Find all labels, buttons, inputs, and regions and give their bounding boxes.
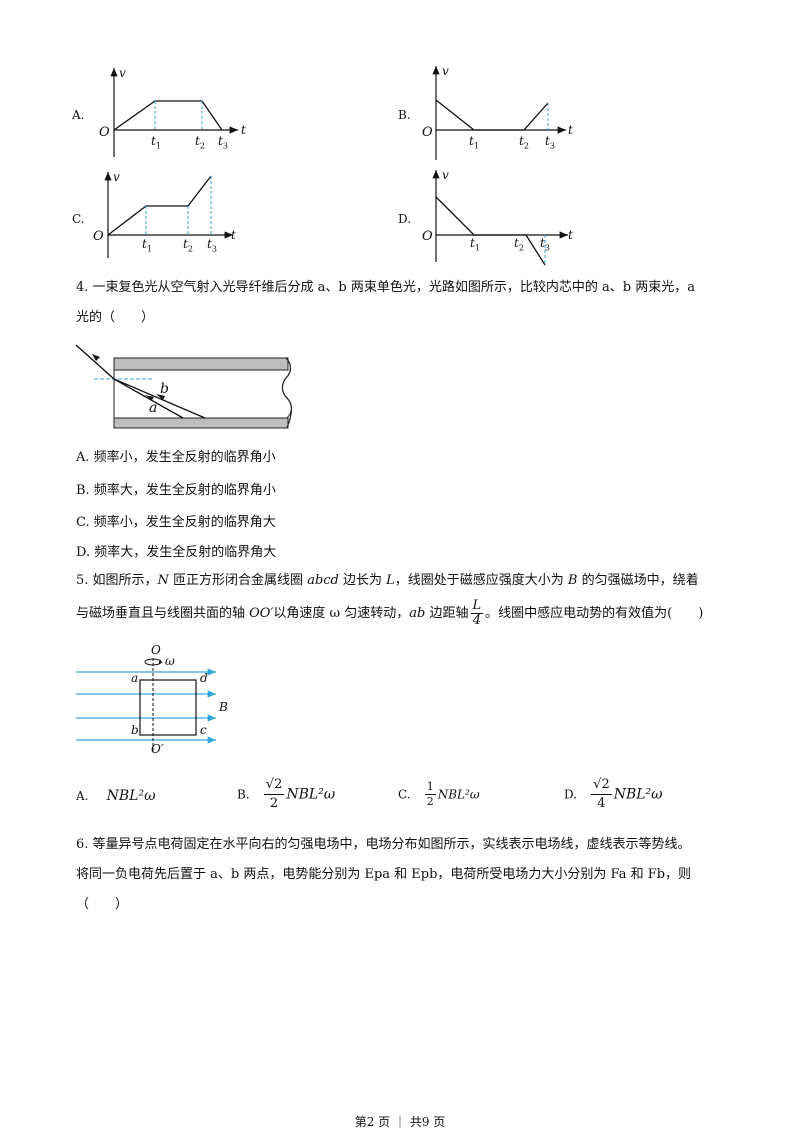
t1-label: t1 [470,236,480,253]
origin-label: O [99,125,110,140]
v-axis-label: v [119,66,126,80]
q4-option-a: A. 频率小，发生全反射的临界角小 [76,450,276,465]
option-label-c: C. [72,212,85,226]
q5-stem: 5. 如图所示，N 匝正方形闭合金属线圈 abcd 边长为 L，线圈处于磁感应强… [76,569,736,628]
t2-label: t2 [514,236,524,253]
q6-line1: 6. 等量异号点电荷固定在水平向右的匀强电场中，电场分布如图所示，实线表示电场线… [76,837,691,852]
t3-label: t3 [207,237,217,254]
t-axis-label: t [241,123,246,137]
q4-option-d: D. 频率大，发生全反射的临界角大 [76,545,277,560]
t3-label: t3 [218,134,228,151]
q4-option-c: C. 频率小，发生全反射的临界角大 [76,515,276,530]
corner-d-label: d [200,671,208,685]
q5-line1: 5. 如图所示，N 匝正方形闭合金属线圈 abcd 边长为 L，线圈处于磁感应强… [76,573,699,588]
q6-line2: 将同一负电荷先后置于 a、b 两点，电势能分别为 Epa 和 Epb，电荷所受电… [76,867,692,912]
q6-stem: 6. 等量异号点电荷固定在水平向右的匀强电场中，电场分布如图所示，实线表示电场线… [76,830,736,920]
field-b-label: B [219,700,228,714]
origin-label: O [93,229,104,244]
v-axis-label: v [442,168,449,182]
option-label-d: D. [398,212,412,226]
corner-c-label: c [200,723,207,737]
t1-label: t1 [142,237,152,254]
t2-label: t2 [195,134,205,151]
corner-a-label: a [131,671,139,685]
v-axis-label: v [113,170,120,184]
option-label-a: A. [72,108,85,122]
t2-label: t2 [519,134,529,151]
axis-o-label: O [151,643,161,657]
t1-label: t1 [469,134,479,151]
t-axis-label: t [568,123,573,137]
ray-a-label: a [149,400,158,416]
t3-label: t3 [540,236,550,253]
omega-label: ω [165,654,175,668]
page-footer: 第2 页 ｜ 共9 页 [354,1115,446,1129]
t2-label: t2 [183,237,193,254]
q4-option-b: B. 频率大，发生全反射的临界角小 [76,483,276,498]
origin-label: O [422,229,433,244]
t-axis-label: t [231,228,236,242]
corner-b-label: b [131,723,139,737]
origin-label: O [422,125,433,140]
q4-line2: 光的（ ） [76,310,155,325]
ray-b-label: b [160,381,169,397]
axis-o-prime-label: O′ [151,742,164,756]
t3-label: t3 [545,134,555,151]
q4-stem: 4. 一束复色光从空气射入光导纤维后分成 a、b 两束单色光，光路如图所示，比较… [76,273,736,333]
q5-option-a: A. NBL²ω [76,788,156,804]
q4-line1: 4. 一束复色光从空气射入光导纤维后分成 a、b 两束单色光，光路如图所示，比较… [76,280,695,295]
t-axis-label: t [568,228,573,242]
t1-label: t1 [151,134,161,151]
v-axis-label: v [442,64,449,78]
option-label-b: B. [398,108,411,122]
